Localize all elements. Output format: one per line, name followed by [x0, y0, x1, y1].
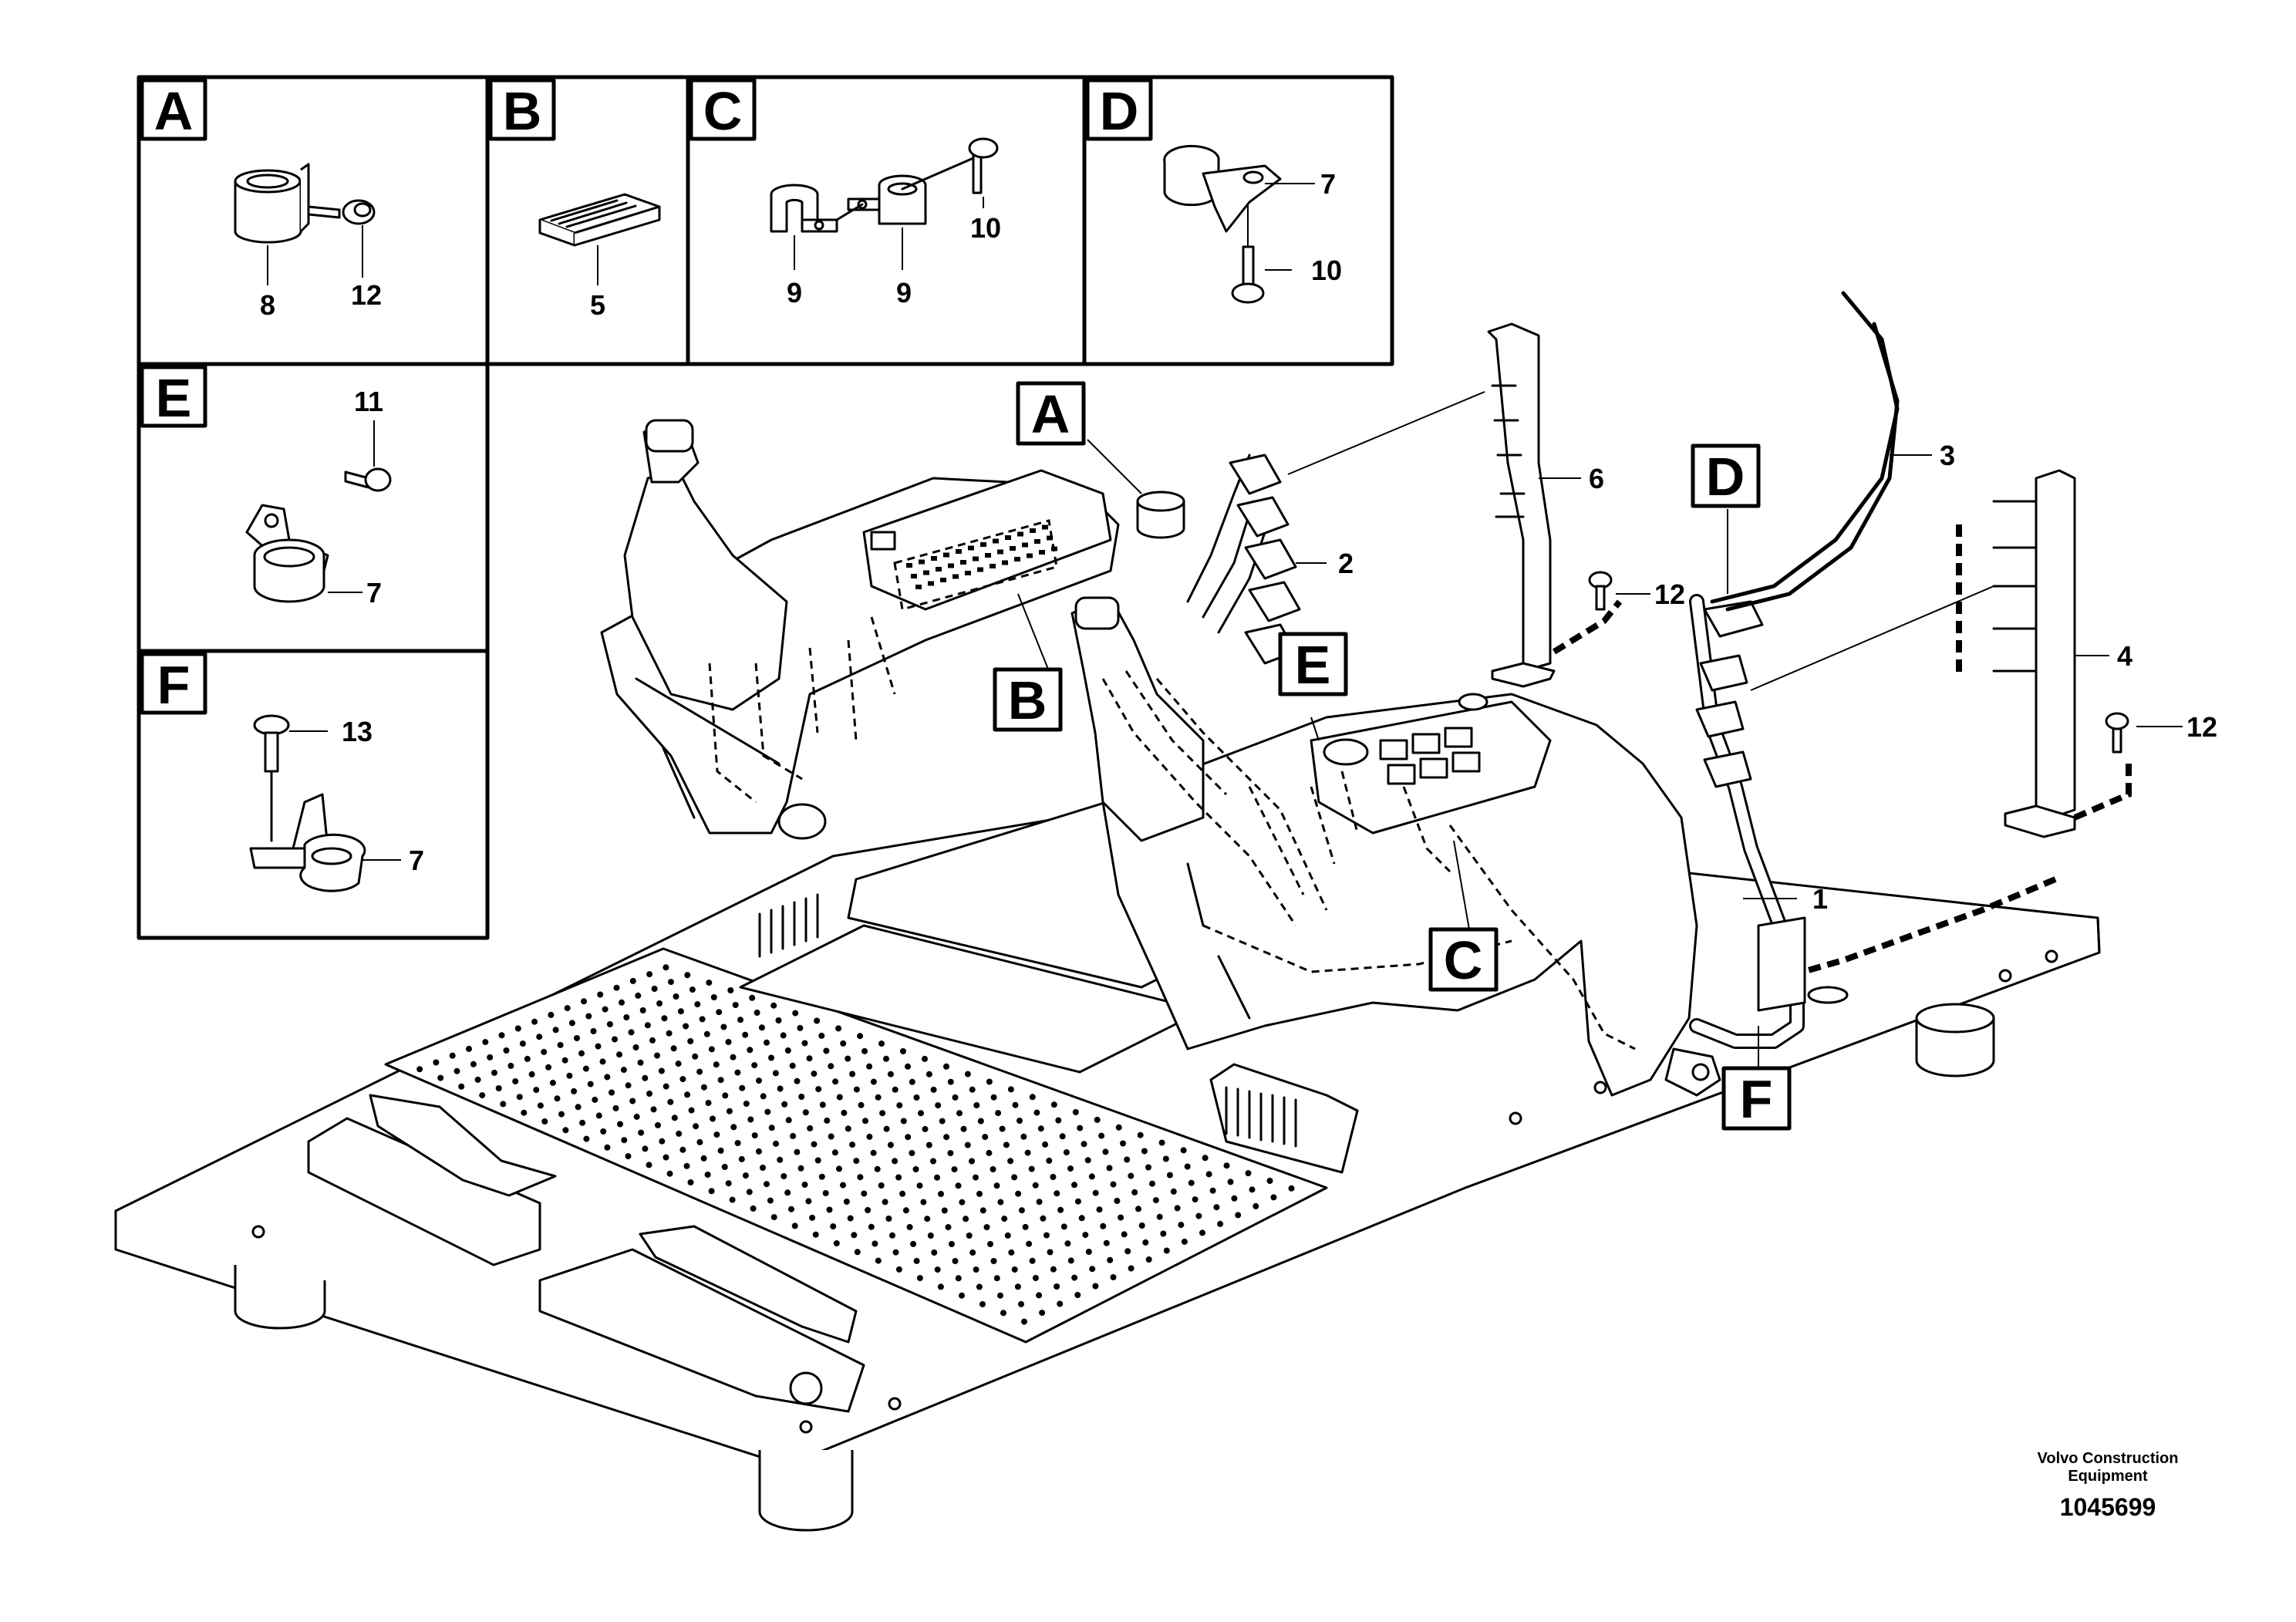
- panel-a-letter: A: [154, 81, 194, 141]
- panel-e-letter: E: [156, 368, 192, 428]
- main-part-numbers: 1 2 3 4 6 12 12: [1338, 440, 2217, 915]
- right-joystick-console: [1070, 596, 1721, 1097]
- drawing-number: 1045699: [2060, 1493, 2156, 1521]
- bolt-12-main-right: [2105, 712, 2129, 754]
- clamp-a-main: [1136, 491, 1185, 539]
- detail-panel-e: E 11 7: [140, 365, 392, 609]
- panel-b-letter: B: [503, 81, 542, 141]
- mount-holes: [251, 949, 2058, 1434]
- cab-floor-assembly: [114, 291, 2132, 1532]
- callout-b: B: [1008, 670, 1047, 730]
- panel-a-label-box: [140, 78, 207, 141]
- callout-f-box: [1721, 1066, 1792, 1131]
- callout-c: C: [1444, 930, 1483, 990]
- panel-c-letter: C: [703, 81, 743, 141]
- part-number-6: 6: [1589, 463, 1604, 494]
- left-joystick-console: [600, 419, 1120, 840]
- floor-mat-perforations: [416, 964, 1295, 1325]
- detail-panels-grid: [137, 75, 1394, 940]
- callout-d: D: [1706, 447, 1745, 507]
- bolt-13-icon: [253, 714, 290, 773]
- bolt-10-d-icon: [1231, 245, 1265, 304]
- panel-d-part-10: 10: [1311, 255, 1342, 286]
- part-number-2: 2: [1338, 548, 1354, 579]
- panel-c-part-10: 10: [970, 212, 1001, 244]
- panel-d-part-7: 7: [1320, 168, 1336, 200]
- left-console-buttons: [906, 524, 1057, 589]
- leader-lines: [1017, 391, 2183, 1068]
- connector-bracket-6: [1487, 322, 1623, 688]
- clamp-7-f-icon: [249, 793, 366, 892]
- detail-panel-c: C 9 9 10: [689, 78, 1001, 309]
- floor-mat: [384, 947, 1328, 1344]
- part-number-1: 1: [1812, 883, 1828, 915]
- panel-e-part-11: 11: [354, 386, 383, 417]
- callout-b-box: [993, 667, 1063, 732]
- clip-5-icon: [538, 193, 661, 247]
- clamp-9-left-icon: [770, 184, 838, 233]
- callout-e: E: [1295, 635, 1331, 695]
- bolt-10-icon: [968, 137, 999, 194]
- part-number-12-right: 12: [2186, 711, 2217, 743]
- part-number-4: 4: [2117, 640, 2132, 672]
- callout-a: A: [1031, 384, 1070, 444]
- clamp-8-icon: [234, 163, 310, 244]
- callout-e-box: [1278, 632, 1348, 696]
- travel-pedal-right: [538, 1225, 865, 1413]
- panel-f-part-7: 7: [409, 845, 424, 876]
- footer-block: Volvo Construction Equipment 1045699: [2038, 1450, 2179, 1521]
- panel-d-letter: D: [1100, 81, 1139, 141]
- panel-e-part-7: 7: [366, 577, 382, 609]
- detail-panel-d: D 7 10: [1085, 78, 1342, 304]
- panel-a-part-8: 8: [260, 289, 275, 321]
- panel-c-part-9-left: 9: [787, 277, 802, 309]
- mount-feet: [234, 1003, 1995, 1532]
- hidden-harness-routing: [708, 454, 1636, 1050]
- panel-b-part-5: 5: [590, 289, 605, 321]
- clamp-7-icon: [1163, 144, 1282, 233]
- detail-panel-a: A 8 12: [140, 78, 382, 321]
- clamp-9-right-icon: [847, 174, 927, 225]
- callout-f: F: [1740, 1069, 1773, 1129]
- travel-pedal-left: [307, 1094, 557, 1266]
- callout-d-box: [1691, 443, 1761, 508]
- panel-c-part-9-right: 9: [896, 277, 912, 309]
- clamp-7-e-icon: [245, 504, 329, 603]
- vent-slats: [758, 893, 1297, 1148]
- detail-panel-b: B 5: [488, 78, 661, 321]
- part-number-12-left: 12: [1654, 578, 1685, 610]
- callout-a-box: [1016, 381, 1086, 446]
- part-number-3: 3: [1940, 440, 1955, 471]
- detail-panel-f: F 13 7: [140, 652, 424, 892]
- bolt-12-icon: [307, 199, 376, 225]
- cab-harness-1: [1689, 291, 1900, 1049]
- main-letter-callouts: A B C D E F: [993, 381, 1792, 1131]
- connector-bracket-4: [1788, 469, 2132, 979]
- bolt-11-icon: [344, 467, 392, 492]
- panel-f-part-13: 13: [342, 716, 373, 747]
- callout-c-box: [1428, 927, 1499, 992]
- company-name-line2: Equipment: [2068, 1468, 2148, 1485]
- panel-f-letter: F: [157, 655, 190, 715]
- right-console-switches: [1323, 693, 1489, 785]
- bolt-12-main-left: [1588, 571, 1613, 611]
- company-name-line1: Volvo Construction: [2038, 1450, 2179, 1467]
- panel-a-part-12: 12: [351, 279, 382, 311]
